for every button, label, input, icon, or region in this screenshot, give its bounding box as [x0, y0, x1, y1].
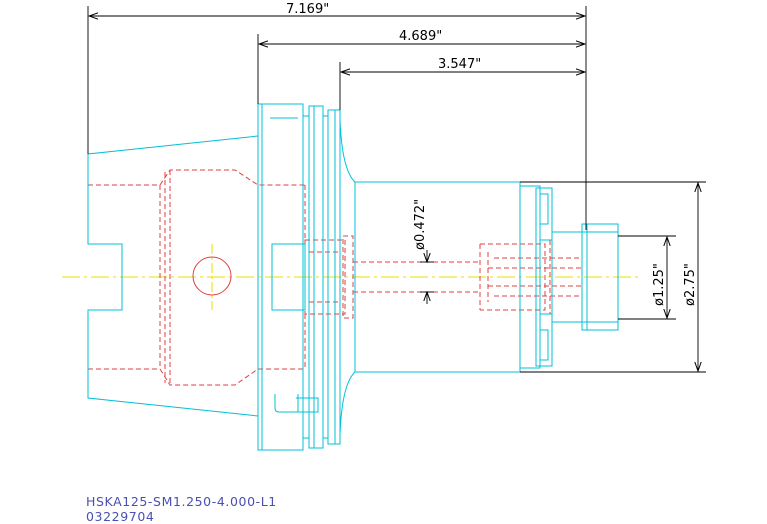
dim-nose-diameter: ø1.25"	[652, 263, 667, 306]
part-number: HSKA125-SM1.250-4.000-L1	[86, 494, 277, 509]
drawing-number: 03229704	[86, 509, 155, 524]
tool-holder-outline	[87, 103, 619, 451]
dim-flange-to-end: 3.547"	[438, 57, 481, 72]
dim-bore-diameter: ø0.472"	[413, 199, 428, 250]
dim-overall-length: 7.169"	[286, 2, 329, 17]
dim-body-diameter: ø2.75"	[683, 263, 698, 306]
cross-hole	[192, 256, 232, 296]
dimension-lines	[87, 6, 706, 373]
centerline	[62, 244, 640, 310]
dim-gauge-to-end: 4.689"	[399, 29, 442, 44]
dimension-labels: 7.169" 4.689" 3.547" ø0.472" ø1.25" ø2.7…	[286, 2, 698, 306]
